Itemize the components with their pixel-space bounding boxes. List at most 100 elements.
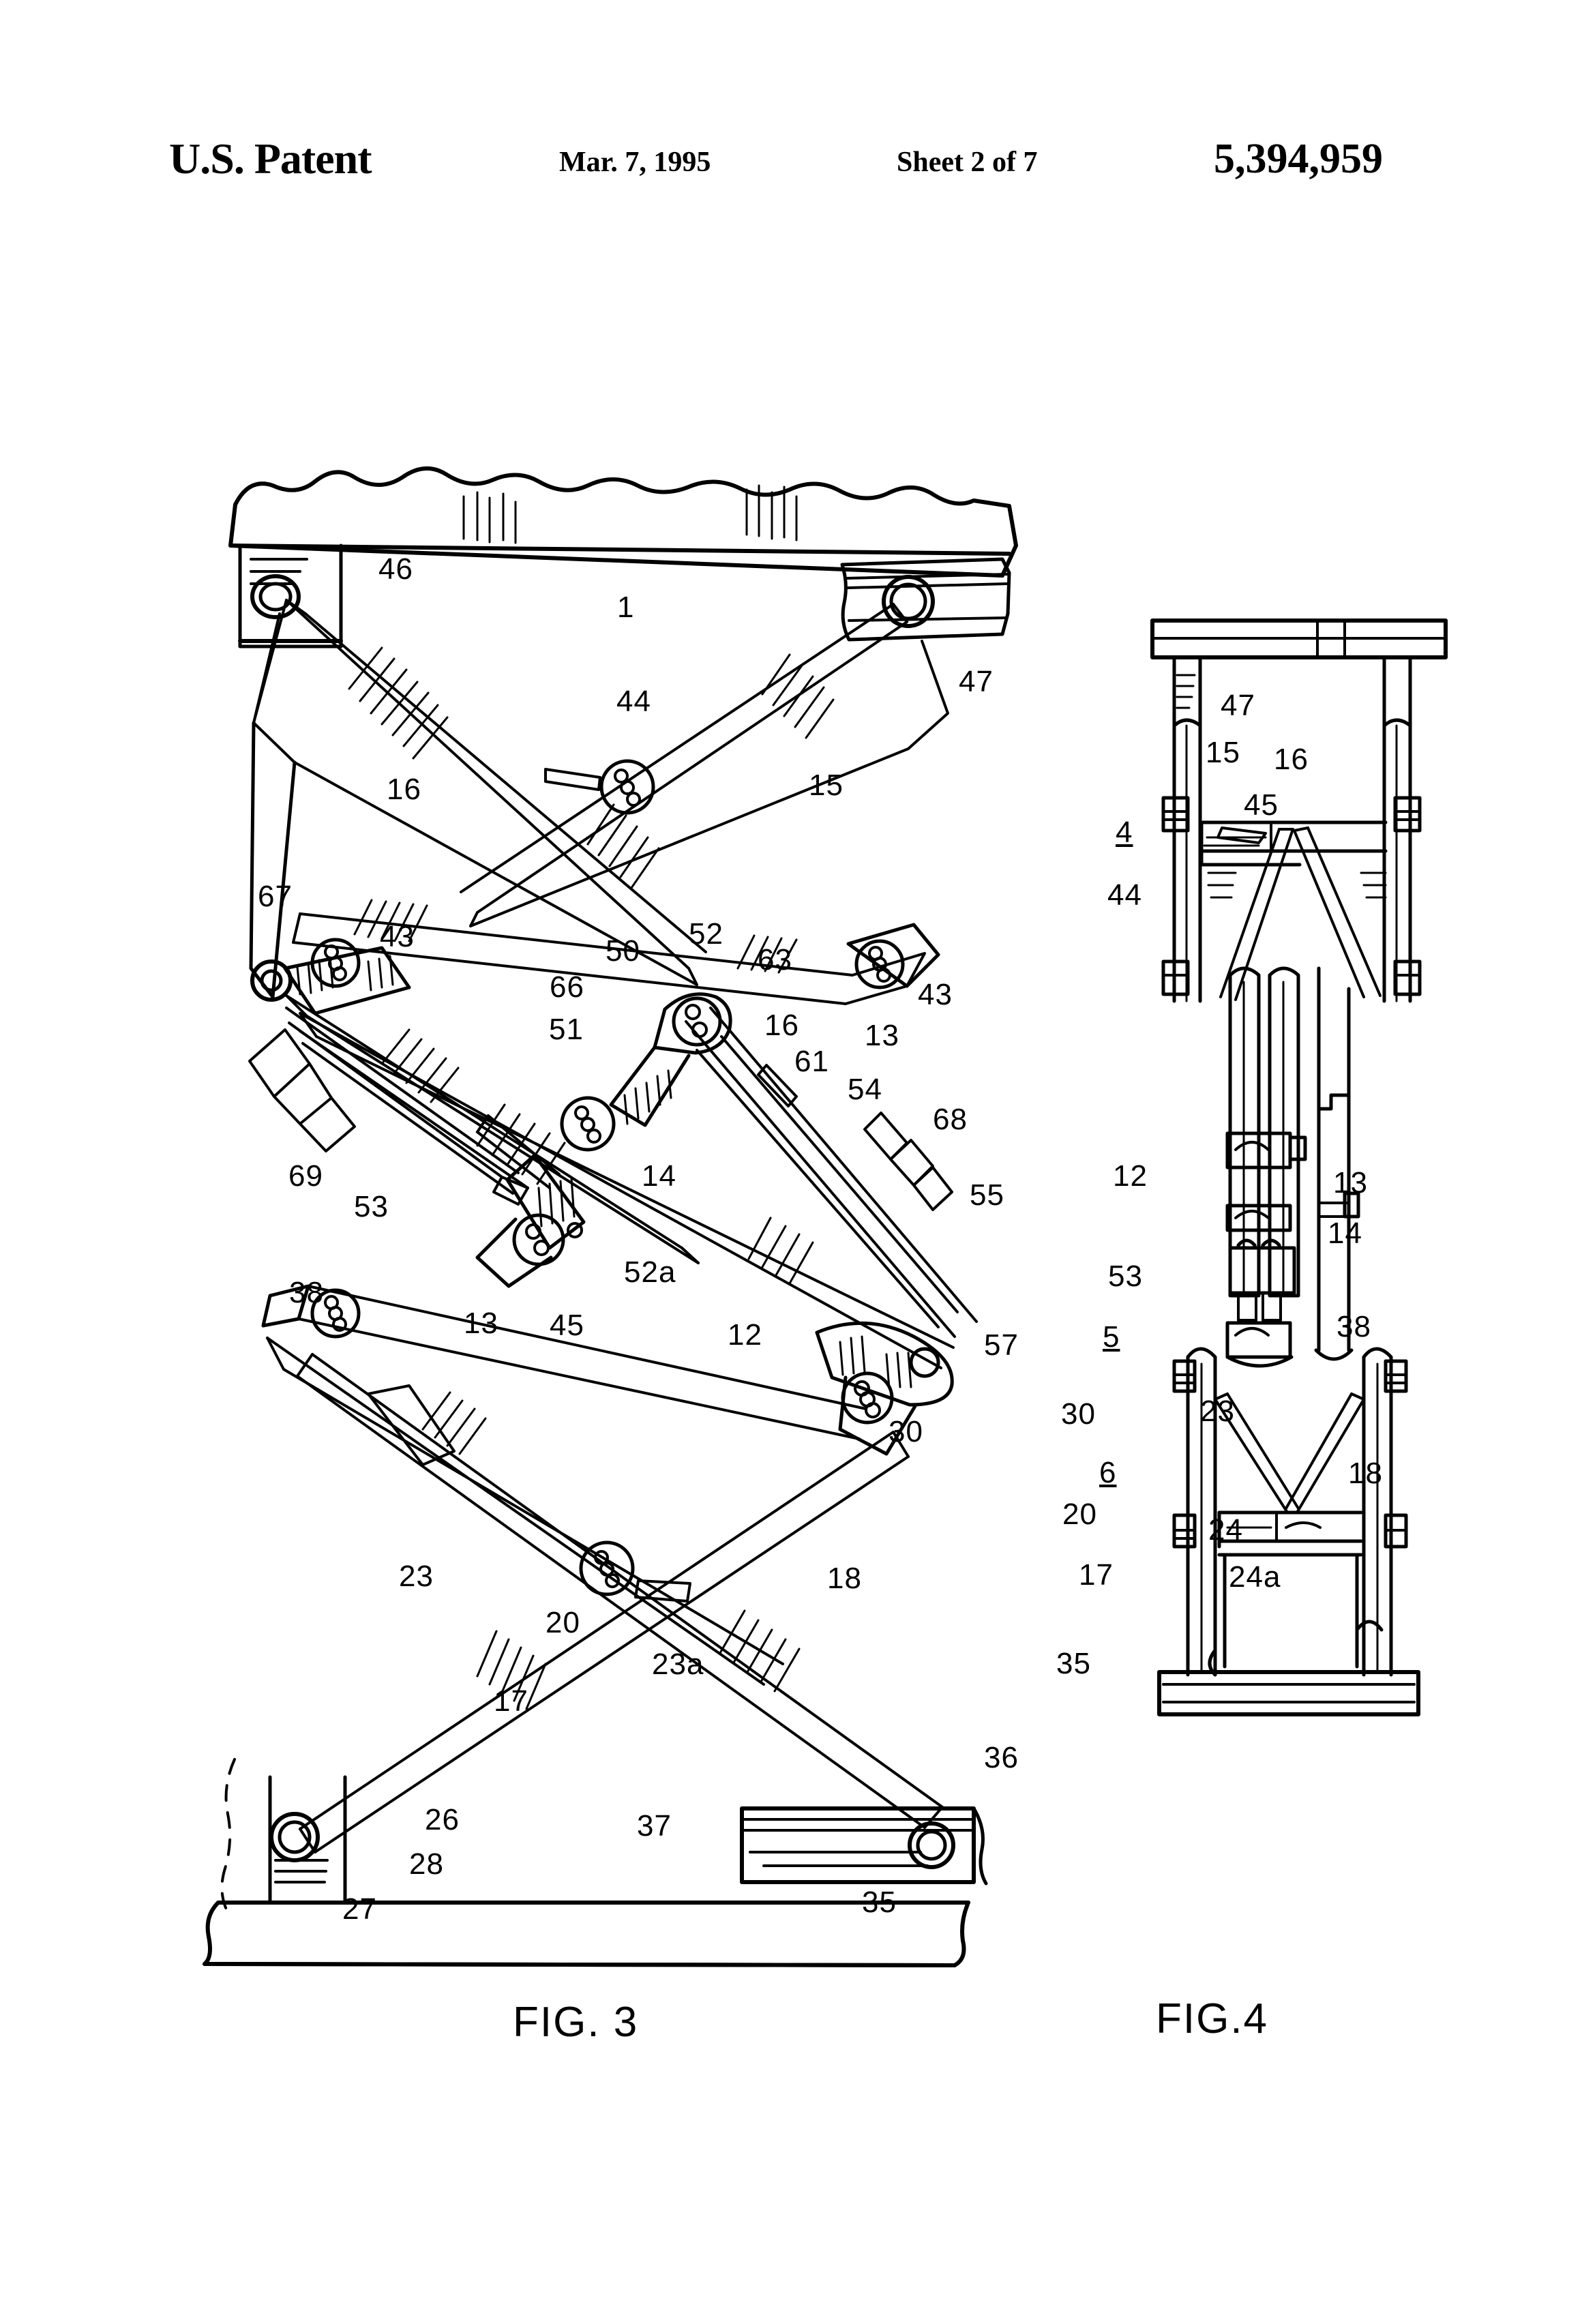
cylinder-61-55 bbox=[685, 1007, 978, 1338]
fig4-top-plate bbox=[1150, 619, 1448, 659]
arm-13-lower bbox=[261, 1284, 867, 1440]
top-pivot-right bbox=[882, 575, 935, 628]
joint-52 bbox=[609, 992, 732, 1127]
ref-numeral-fig3-1: 1 bbox=[617, 591, 635, 624]
ref-numeral-fig3-63: 63 bbox=[758, 943, 792, 977]
ref-numeral-fig3-55: 55 bbox=[970, 1178, 1004, 1212]
ref-numeral-fig4-20: 20 bbox=[1062, 1498, 1097, 1531]
upper-platform bbox=[228, 466, 1018, 649]
ref-numeral-fig4-13: 13 bbox=[1333, 1166, 1368, 1200]
patent-header: U.S. Patent Mar. 7, 1995 Sheet 2 of 7 5,… bbox=[0, 134, 1582, 195]
ref-numeral-fig4-30: 30 bbox=[1061, 1397, 1096, 1431]
ref-numeral-fig3-38: 38 bbox=[289, 1276, 324, 1309]
hydraulic-cylinder-53 bbox=[248, 1007, 529, 1206]
fig4-column-16 bbox=[1382, 655, 1422, 1003]
ref-numeral-fig3-43: 43 bbox=[918, 978, 953, 1011]
ref-numeral-fig4-44: 44 bbox=[1107, 878, 1142, 912]
arm-15-upper bbox=[460, 603, 949, 927]
pivot-20 bbox=[579, 1540, 691, 1603]
ref-numeral-fig3-61: 61 bbox=[794, 1045, 829, 1078]
ref-numeral-fig4-5: 5 bbox=[1103, 1320, 1120, 1354]
ref-numeral-fig4-4: 4 bbox=[1116, 816, 1133, 849]
figure-4-group bbox=[1150, 619, 1448, 1716]
pivot-44 bbox=[544, 759, 655, 815]
ref-numeral-fig3-18: 18 bbox=[827, 1562, 862, 1595]
ref-numeral-fig3-46: 46 bbox=[378, 552, 413, 586]
ref-numeral-fig4-53: 53 bbox=[1108, 1260, 1143, 1293]
ref-numeral-fig3-50: 50 bbox=[606, 934, 640, 968]
joint-67 bbox=[249, 721, 411, 1015]
ref-numeral-fig3-69: 69 bbox=[288, 1159, 323, 1193]
ref-numeral-fig3-20: 20 bbox=[546, 1606, 580, 1639]
arm-16-lower bbox=[285, 994, 700, 1264]
ref-numeral-fig3-52a: 52a bbox=[624, 1255, 676, 1289]
ref-numeral-fig3-15: 15 bbox=[809, 769, 844, 802]
top-pivot-left bbox=[250, 574, 301, 619]
fig4-crossbeam-45 bbox=[1199, 820, 1388, 867]
ref-numeral-fig3-45: 45 bbox=[550, 1309, 584, 1342]
ref-numeral-fig3-17: 17 bbox=[494, 1684, 528, 1718]
ref-numeral-fig3-47: 47 bbox=[959, 665, 994, 698]
ref-numeral-fig3-66: 66 bbox=[550, 970, 584, 1004]
ref-numeral-fig4-23: 23 bbox=[1200, 1395, 1235, 1428]
fig4-middle-legs bbox=[1225, 966, 1360, 1368]
ref-numeral-fig3-44: 44 bbox=[616, 685, 651, 718]
ref-numeral-fig4-38: 38 bbox=[1337, 1310, 1371, 1343]
ref-numeral-fig3-35: 35 bbox=[862, 1886, 897, 1919]
ref-numeral-fig3-43: 43 bbox=[380, 920, 415, 953]
fig4-base-plate bbox=[1157, 1670, 1420, 1716]
ref-numeral-fig3-30: 30 bbox=[889, 1415, 923, 1448]
ref-numeral-fig3-51: 51 bbox=[549, 1013, 584, 1046]
ref-numeral-fig4-18: 18 bbox=[1348, 1457, 1383, 1490]
pivot-43-left bbox=[310, 938, 361, 988]
ref-numeral-fig4-15: 15 bbox=[1206, 736, 1240, 769]
figure-caption-1: FIG. 3 bbox=[513, 1999, 639, 2046]
ref-numeral-fig4-6: 6 bbox=[1099, 1456, 1117, 1489]
ref-numeral-fig4-16: 16 bbox=[1274, 743, 1309, 776]
ref-numeral-fig3-13: 13 bbox=[464, 1307, 498, 1340]
ref-numeral-fig4-45: 45 bbox=[1244, 788, 1279, 822]
pivot-14 bbox=[560, 1096, 616, 1152]
arm-16-upper bbox=[252, 599, 707, 986]
ref-numeral-fig3-67: 67 bbox=[258, 880, 293, 913]
ref-numeral-fig3-36: 36 bbox=[984, 1741, 1019, 1774]
pivot-43-right bbox=[846, 923, 940, 989]
base-slide-block bbox=[740, 1806, 988, 1886]
ref-numeral-fig4-47: 47 bbox=[1221, 689, 1255, 722]
patent-number: 5,394,959 bbox=[1214, 136, 1383, 182]
fig4-braces bbox=[1207, 826, 1387, 1001]
ref-numeral-fig3-14: 14 bbox=[642, 1159, 676, 1193]
ref-numeral-fig3-28: 28 bbox=[409, 1847, 444, 1881]
ref-numeral-fig4-12: 12 bbox=[1113, 1159, 1148, 1193]
ref-numeral-fig4-24a: 24a bbox=[1229, 1560, 1281, 1594]
ref-numeral-fig3-57: 57 bbox=[984, 1328, 1019, 1362]
ref-numeral-fig3-16: 16 bbox=[387, 773, 421, 806]
ref-numeral-fig3-23a: 23a bbox=[652, 1648, 704, 1681]
joint-57 bbox=[815, 1321, 954, 1456]
base-rail bbox=[203, 1901, 970, 1967]
arm-12 bbox=[299, 1012, 955, 1369]
ref-numeral-fig3-13: 13 bbox=[865, 1019, 899, 1052]
ref-numeral-fig4-17: 17 bbox=[1079, 1558, 1114, 1592]
ref-numeral-fig3-12: 12 bbox=[728, 1318, 762, 1352]
figure-3-group bbox=[203, 466, 1018, 1967]
arm-17 bbox=[299, 1431, 910, 1853]
ref-numeral-fig3-37: 37 bbox=[637, 1809, 672, 1843]
page-title: U.S. Patent bbox=[169, 134, 372, 183]
ref-numeral-fig3-68: 68 bbox=[933, 1103, 968, 1136]
ref-numeral-fig3-26: 26 bbox=[425, 1803, 460, 1836]
ref-numeral-fig4-24: 24 bbox=[1208, 1513, 1243, 1547]
ref-numeral-fig4-14: 14 bbox=[1328, 1217, 1362, 1250]
patent-date: Mar. 7, 1995 bbox=[559, 147, 711, 178]
fig4-lower-frame bbox=[1172, 1347, 1408, 1677]
ref-numeral-fig3-23: 23 bbox=[399, 1560, 434, 1593]
ref-numeral-fig3-27: 27 bbox=[342, 1892, 377, 1926]
ref-numeral-fig3-16: 16 bbox=[764, 1009, 799, 1042]
sheet-indicator: Sheet 2 of 7 bbox=[897, 147, 1038, 178]
figure-caption-2: FIG.4 bbox=[1156, 1995, 1269, 2042]
ref-numeral-fig3-53: 53 bbox=[354, 1190, 389, 1223]
arm-23 bbox=[266, 1337, 784, 1686]
ref-numeral-fig4-35: 35 bbox=[1056, 1647, 1091, 1680]
